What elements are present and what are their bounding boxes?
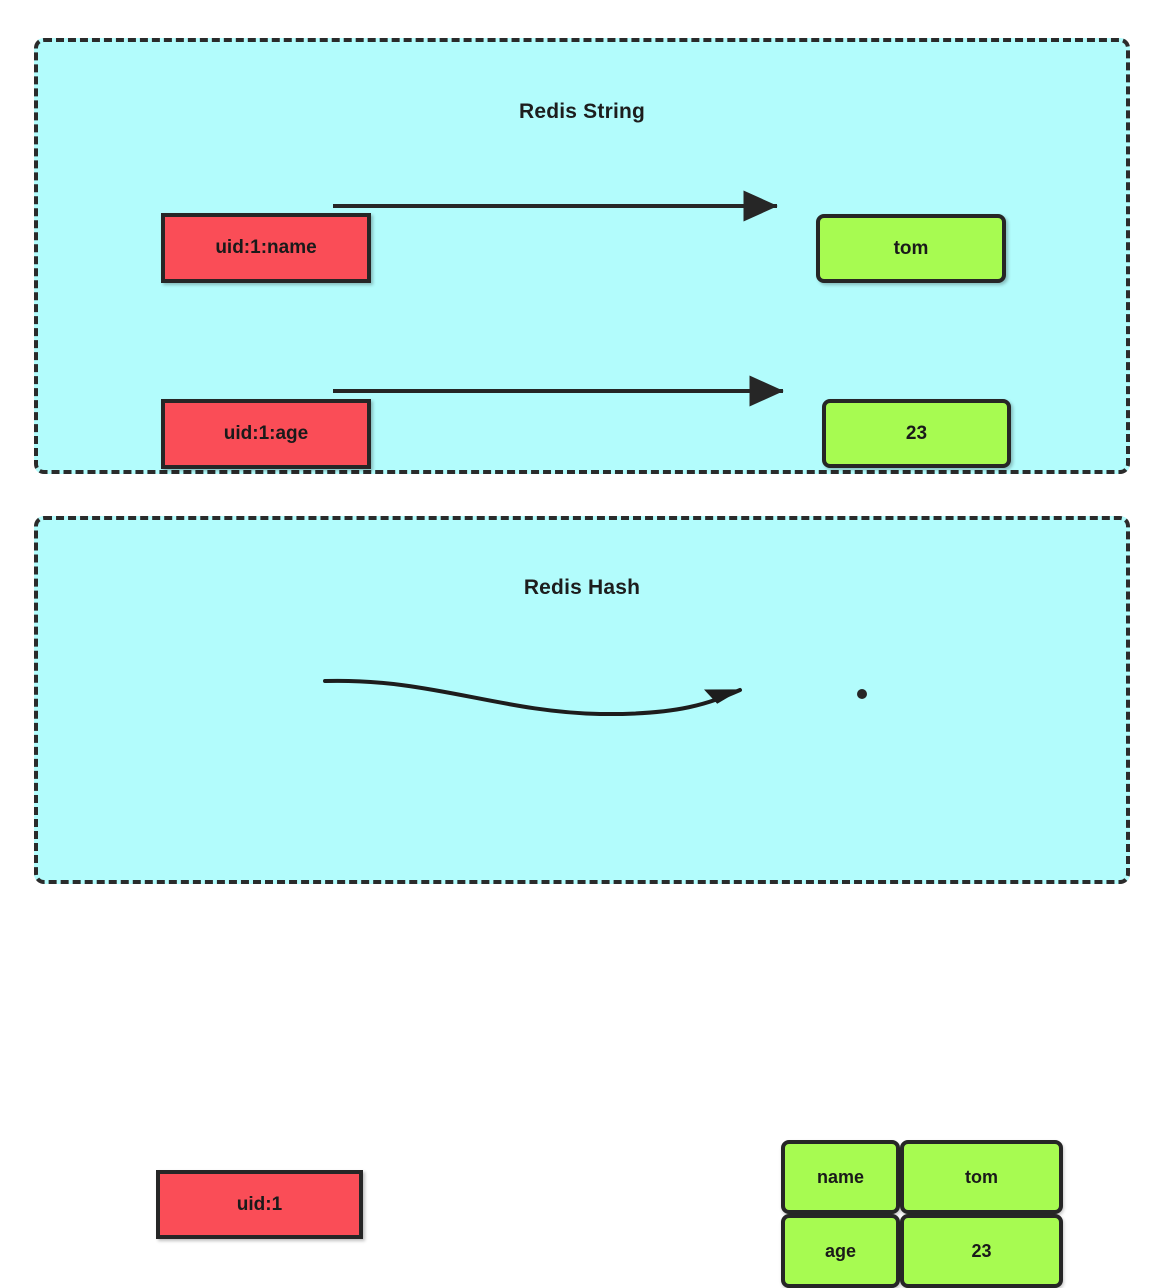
group-redis-string: Redis String uid:1:name uid:1:age tom 23: [34, 38, 1130, 474]
group-redis-hash: Redis Hash uid:1 name tom age 23: [34, 516, 1130, 1288]
hash-cell-field-age[interactable]: age: [781, 1214, 900, 1288]
hash-cell-field-name[interactable]: name: [781, 1140, 900, 1214]
value-box-tom[interactable]: tom: [816, 214, 1006, 283]
key-box-uid-1[interactable]: uid:1: [156, 1170, 363, 1239]
group-title-redis-hash: Redis Hash: [523, 576, 641, 599]
key-box-uid-1-name[interactable]: uid:1:name: [161, 213, 371, 283]
hash-table: name tom age 23: [781, 1140, 1063, 1288]
hash-cell-value-tom[interactable]: tom: [900, 1140, 1063, 1214]
value-box-23[interactable]: 23: [822, 399, 1011, 468]
hash-cell-value-23[interactable]: 23: [900, 1214, 1063, 1288]
key-box-uid-1-age[interactable]: uid:1:age: [161, 399, 371, 469]
diagram-canvas: Redis String uid:1:name uid:1:age tom 23…: [34, 38, 1130, 1288]
group-title-redis-string: Redis String: [518, 100, 646, 123]
